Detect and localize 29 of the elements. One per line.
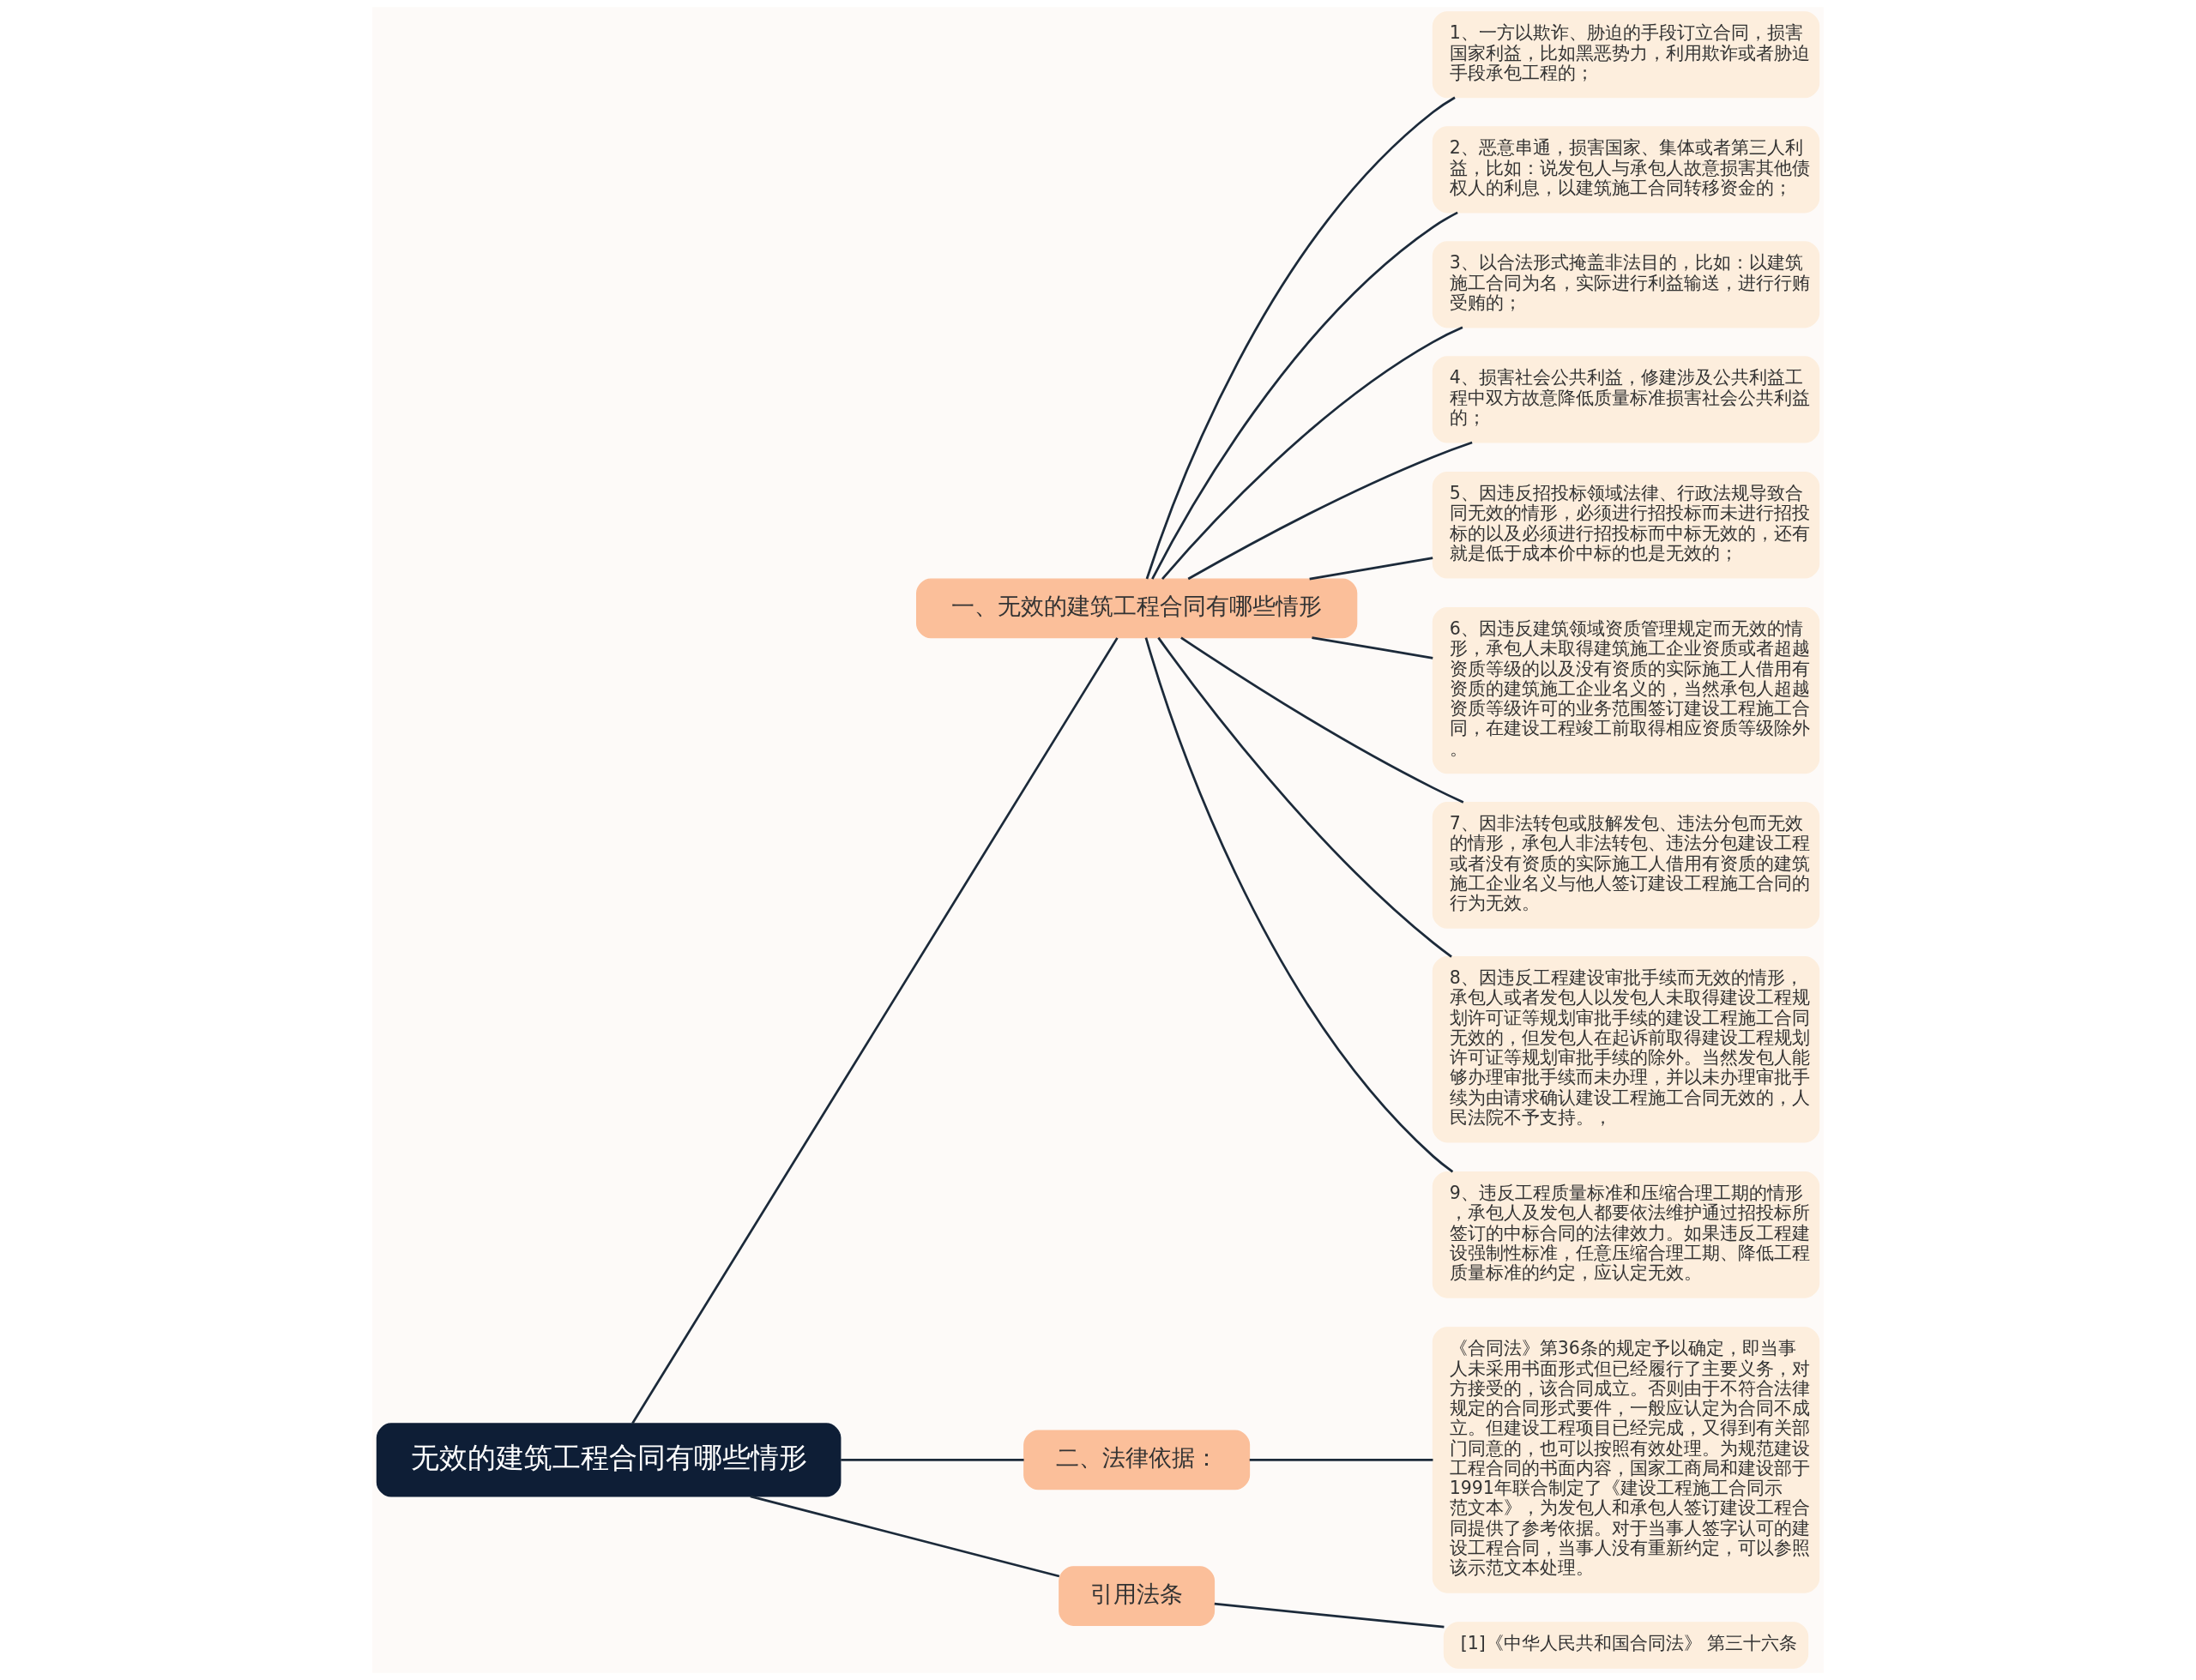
node-box: 4、损害社会公共利益，修建涉及公共利益工程中双方故意降低质量标准损害社会公共利益的； <box>1432 356 1820 443</box>
connector <box>750 1495 1060 1578</box>
node-box: 7、因非法转包或肢解发包、违法分包而无效的情形，承包人非法转包、违法分包建设工程或者没有资质的实际施工人借用有资质的建筑施工企业名义与他人签订建设工程施工合同的行为无效。 <box>1432 802 1820 929</box>
connector <box>1180 636 1464 804</box>
node-box: 二、法律依据： <box>1023 1430 1251 1490</box>
node-box: 1、一方以欺诈、胁迫的手段订立合同，损害国家利益，比如黑恶势力，利用欺诈或者胁迫手段承包工程的； <box>1432 11 1820 99</box>
connector <box>1161 326 1463 580</box>
node-box: 引用法条 <box>1059 1566 1216 1626</box>
connector <box>1151 211 1458 580</box>
node-box: 无效的建筑工程合同有哪些情形 <box>376 1423 842 1497</box>
node-box: 6、因违反建筑领域资质管理规定而无效的情形，承包人未取得建筑施工企业资质或者超越资质等级的以及没有资质的实际施工人借用有资质的建筑施工企业名义的，当然承包人超越资质等级许可的业务范围签订建设工程施工合同，在建设工程竣工前取得相应资质等级除外。 <box>1432 607 1820 774</box>
node-box: 5、因违反招投标领域法律、行政法规导致合同无效的情形，必须进行招投标而未进行招投标的以及必须进行招投标而中标无效的，还有就是低于成本价中标的也是无效的； <box>1432 472 1820 579</box>
connector <box>1145 96 1456 580</box>
node-box: 一、无效的建筑工程合同有哪些情形 <box>916 578 1358 639</box>
node-box: 9、违反工程质量标准和压缩合理工期的情形，承包人及发包人都要依法维护通过招投标所签订的中标合同的法律效力。如果违反工程建设强制性标准，任意压缩合理工期、降低工程质量标准的约定，应认定无效。 <box>1432 1171 1820 1298</box>
connector <box>1157 636 1452 958</box>
node-box: 2、恶意串通，损害国家、集体或者第三人利益，比如：说发包人与承包人故意损害其他债权人的利息，以建筑施工合同转移资金的； <box>1432 126 1820 214</box>
connector <box>841 1459 1024 1461</box>
node-box: 《合同法》第36条的规定予以确定，即当事人未采用书面形式但已经履行了主要义务，对方接受的，该合同成立。否则由于不符合法律规定的合同形式要件，一般应认定为合同不成立。但建设工程项目已经完成，又得到有关部门同意的，也可以按照有效处理。为规范建设工程合同的书面内容，国家工商局和建设部于1991年联合制定了《建设工程施工合同示范文本》，为发包人和承包人签订建设工程合同提供了参考依据。对于当事人签字认可的建设工程合同，当事人没有重新约定，可以参照该示范文本处理。 <box>1432 1327 1820 1593</box>
connector <box>1249 1459 1433 1461</box>
connector <box>1144 637 1454 1173</box>
connector <box>1312 636 1433 659</box>
node-box: 8、因违反工程建设审批手续而无效的情形，承包人或者发包人以发包人未取得建设工程规划许可证等规划审批手续的建设工程施工合同无效的，但发包人在起诉前取得建设工程规划许可证等规划审批手续的除外。当然发包人能够办理审批手续而未办理，并以未办理审批手续为由请求确认建设工程施工合同无效的，人民法院不予支持。， <box>1432 955 1820 1143</box>
connector <box>1309 557 1433 581</box>
connector <box>631 637 1119 1424</box>
connector <box>1214 1602 1445 1629</box>
node-box: [1]《中华人民共和国合同法》 第三十六条 <box>1443 1622 1809 1669</box>
node-box: 3、以合法形式掩盖非法目的，比如：以建筑施工合同为名，实际进行利益输送，进行行贿受贿的； <box>1432 241 1820 328</box>
connector <box>1187 441 1473 581</box>
